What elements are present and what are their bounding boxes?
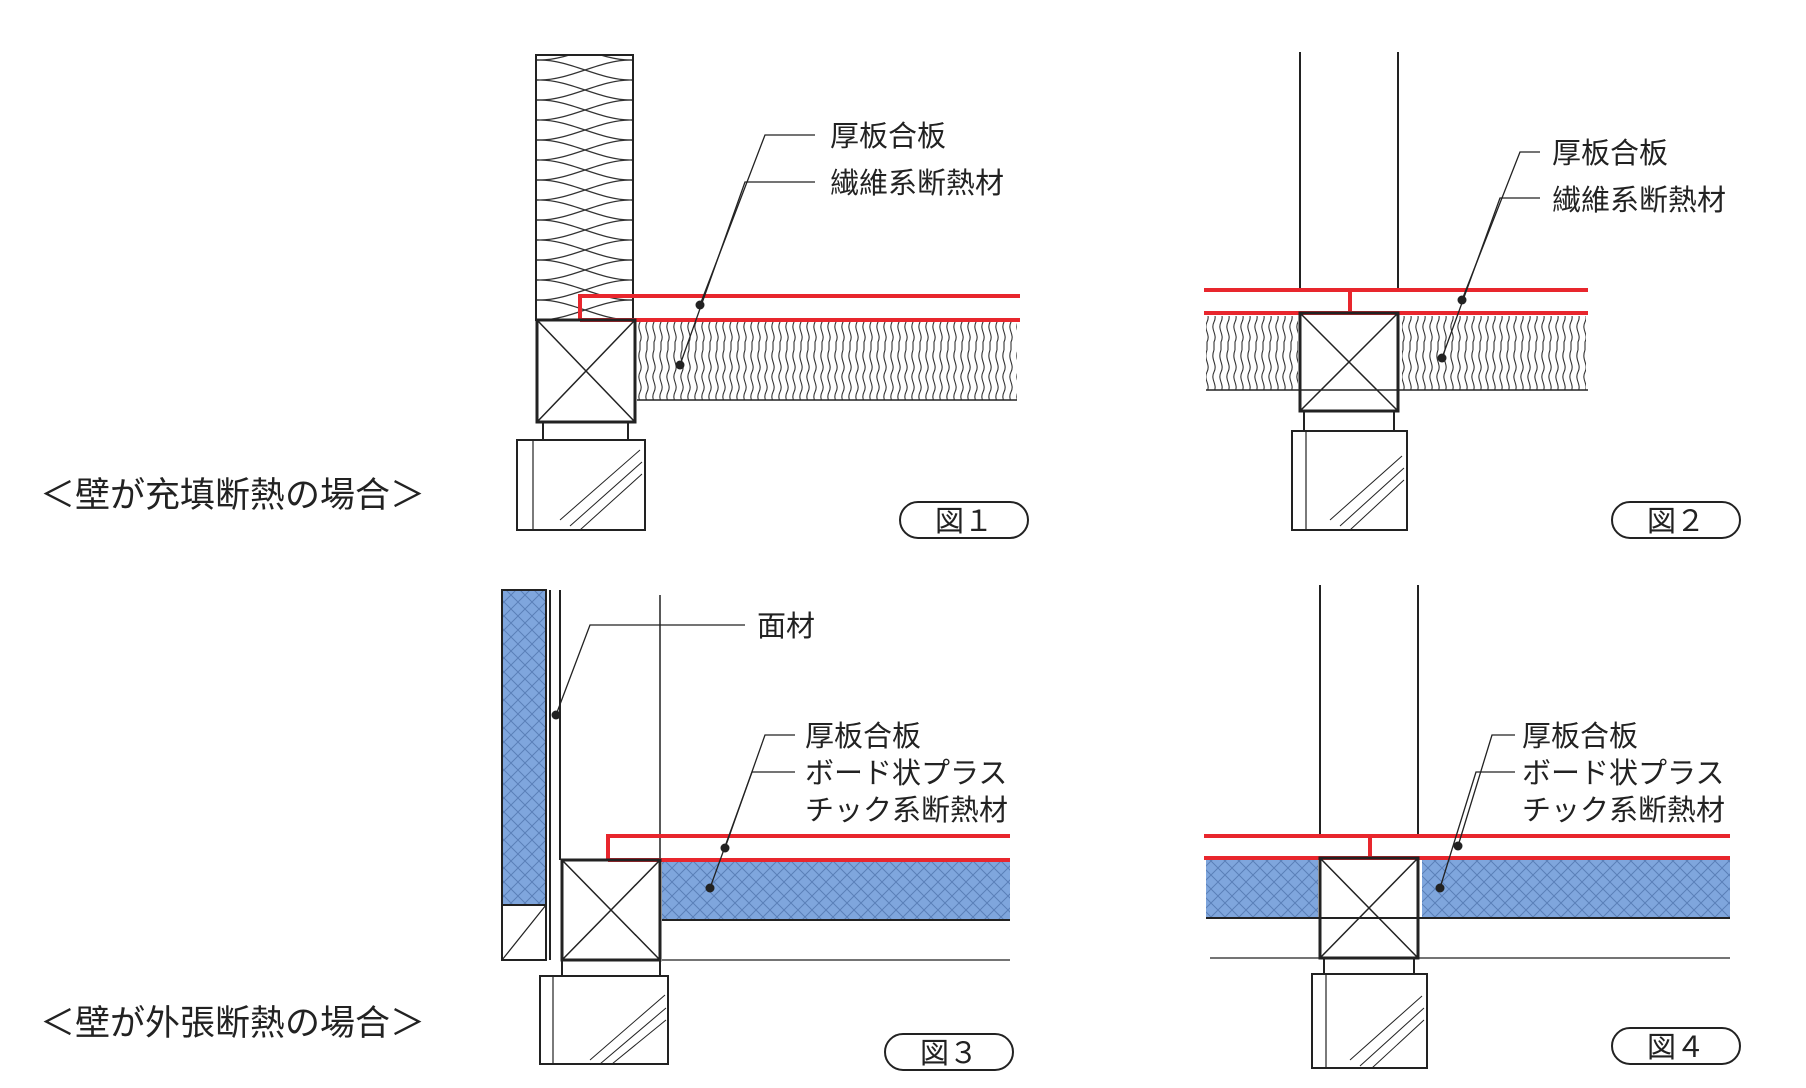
fig2-foundation [1291,410,1408,531]
heading-fill-insulation: ＜壁が充填断熱の場合＞ [40,476,425,516]
fig3-label-board-insulation-1: ボード状プラス [805,756,1007,790]
fig1-foundation [516,421,646,531]
fig1-label-plywood: 厚板合板 [830,119,946,153]
fig2-label-fiber-insulation: 繊維系断熱材 [1552,183,1726,217]
svg-text:図２: 図２ [1647,504,1705,538]
fig2-floor-fiber-insulation-right [1402,316,1586,390]
fig2-badge: 図２ [1611,501,1741,539]
fig1-plywood-line [578,294,1020,322]
fig4-label-board-insulation-2: チック系断熱材 [1522,793,1725,827]
fig3-plywood-line [606,834,1010,862]
fig1-label-fiber-insulation: 繊維系断熱材 [830,166,1004,200]
fig2-plywood-line [1204,288,1588,315]
fig4-badge: 図４ [1611,1027,1741,1065]
fig3-label-panel: 面材 [757,609,815,643]
fig4-plywood-line [1204,834,1730,860]
fig4-floor-board-insulation-right [1422,860,1730,918]
fig3-label-plywood: 厚板合板 [805,719,921,753]
fig1-sill-beam [535,318,637,424]
svg-text:図１: 図１ [935,504,993,538]
figure-2: 厚板合板 繊維系断熱材 図２ [1204,52,1741,539]
figure-1: 厚板合板 繊維系断熱材 図１ [516,54,1029,539]
fig3-badge: 図３ [884,1033,1014,1071]
svg-text:図４: 図４ [1647,1030,1705,1064]
fig4-sill-beam [1318,856,1420,960]
figure-4: 厚板合板 ボード状プラス チック系断熱材 図４ [1204,585,1741,1069]
figure-3: 面材 厚板合板 ボード状プラス チック系断熱材 図３ [501,589,1014,1071]
fig4-floor-board-insulation-left [1206,860,1318,918]
fig4-label-board-insulation-1: ボード状プラス [1522,756,1724,790]
fig3-floor-board-insulation [662,862,1010,920]
fig2-sill-beam [1298,311,1400,413]
fig2-label-plywood: 厚板合板 [1552,136,1668,170]
fig3-sill-beam [560,858,662,962]
fig3-wall-board-insulation [501,589,547,906]
heading-external-insulation: ＜壁が外張断熱の場合＞ [40,1004,425,1044]
fig1-wall-fiber-insulation [535,54,634,321]
svg-text:図３: 図３ [920,1036,978,1070]
fig2-floor-fiber-insulation-left [1206,316,1298,390]
fig1-floor-fiber-insulation [637,322,1017,400]
fig1-badge: 図１ [899,501,1029,539]
fig3-foundation [539,959,669,1065]
fig4-foundation [1311,957,1428,1069]
fig4-label-plywood: 厚板合板 [1522,719,1638,753]
fig3-label-board-insulation-2: チック系断熱材 [805,793,1008,827]
